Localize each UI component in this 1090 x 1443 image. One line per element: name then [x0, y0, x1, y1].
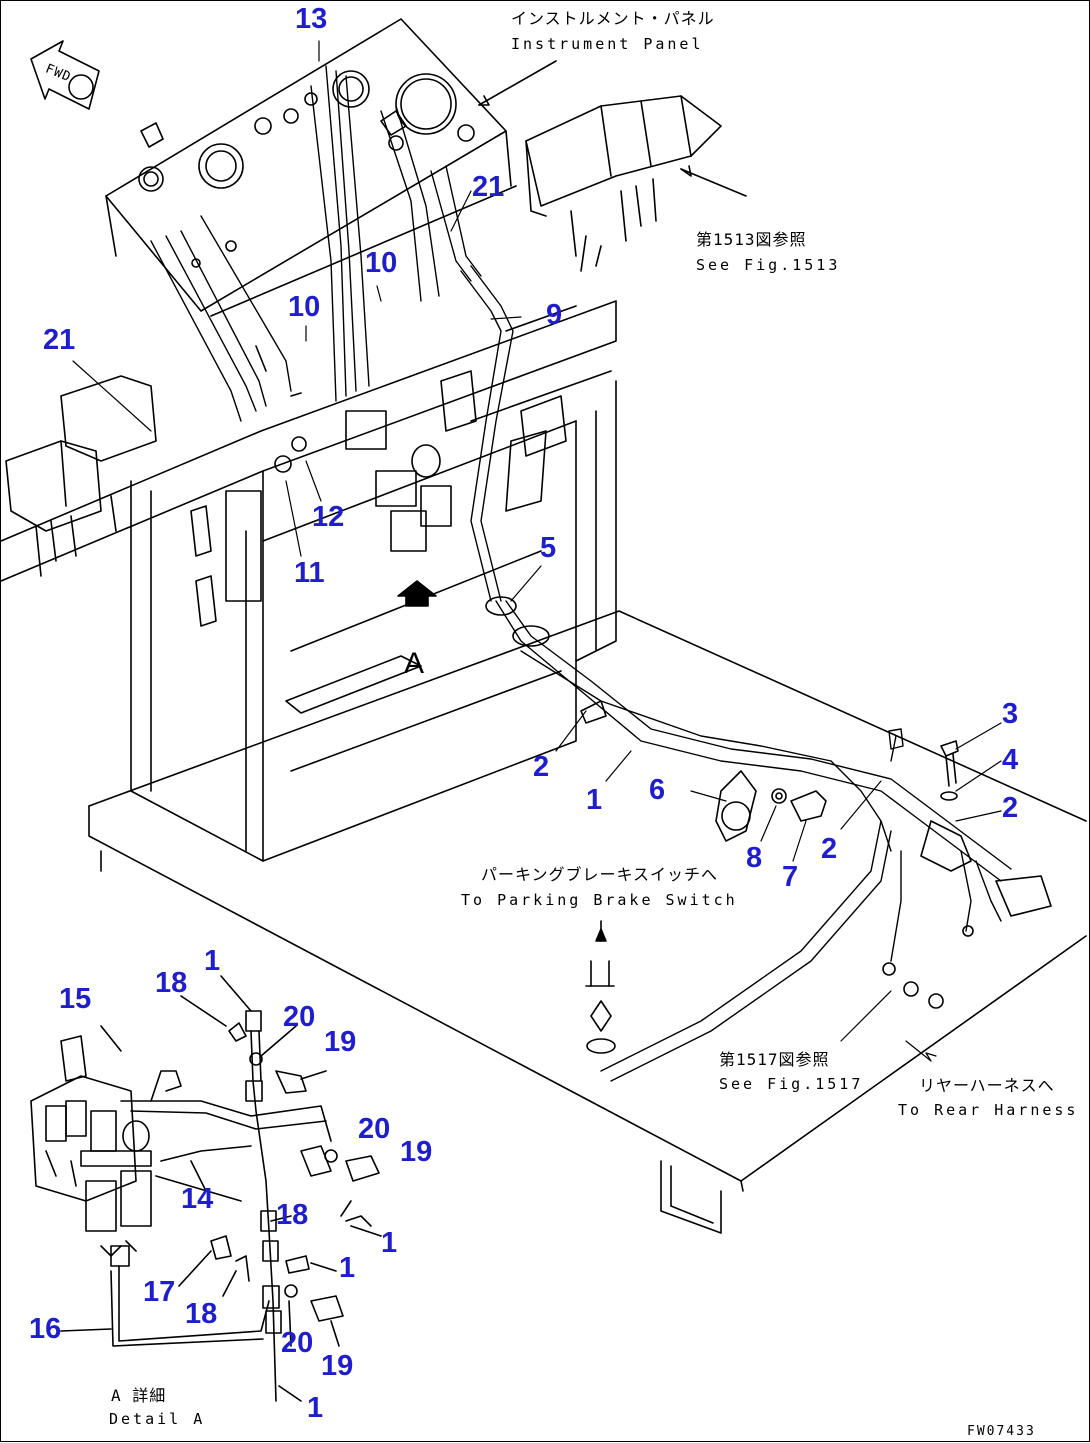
- detail-callout-19-top: 19: [324, 1026, 357, 1058]
- fig-1513-ref-jp: 第1513図参照: [696, 230, 807, 249]
- detail-callout-1-bottom: 1: [307, 1392, 324, 1424]
- view-a-label: A: [404, 647, 425, 680]
- callout-13: 13: [295, 3, 328, 35]
- callout-1: 1: [586, 784, 603, 816]
- wire-bundles: [150, 65, 1012, 1082]
- callout-8: 8: [746, 842, 763, 874]
- detail-callout-18-top: 18: [155, 967, 188, 999]
- callout-2-right: 2: [1002, 792, 1019, 824]
- detail-callout-1-top: 1: [204, 945, 221, 977]
- callout-4: 4: [1002, 744, 1019, 776]
- detail-callout-18-bottom: 18: [185, 1298, 218, 1330]
- detail-callout-17: 17: [143, 1276, 176, 1308]
- view-arrow-icon: [397, 580, 437, 607]
- detail-callout-18-mid: 18: [276, 1199, 309, 1231]
- left-module: [5, 375, 157, 577]
- callout-11: 11: [294, 557, 325, 589]
- instrument-panel-label: Instrument Panel: [511, 35, 704, 53]
- callout-6: 6: [649, 774, 666, 806]
- detail-callout-19-mid: 19: [400, 1136, 433, 1168]
- part-3-bolt: [940, 740, 959, 757]
- callout-9: 9: [546, 299, 563, 331]
- callout-2-center: 2: [821, 833, 838, 865]
- callout-5: 5: [540, 532, 557, 564]
- callout-10-second: 10: [288, 291, 321, 323]
- callout-12: 12: [312, 501, 345, 533]
- callout-2-left: 2: [533, 751, 550, 783]
- callout-10: 10: [365, 247, 398, 279]
- fig-1513-ref: See Fig.1513: [696, 256, 841, 274]
- parking-brake-note: To Parking Brake Switch: [461, 891, 738, 909]
- floor-plate: [88, 610, 1087, 1234]
- fig-1517-ref: See Fig.1517: [719, 1075, 864, 1093]
- callout-21: 21: [472, 171, 505, 203]
- detail-callout-16: 16: [29, 1313, 62, 1345]
- detail-a-drawing: [30, 975, 382, 1402]
- part-6-buzzer: [715, 770, 757, 842]
- detail-callout-14: 14: [181, 1183, 214, 1215]
- detail-a-title-jp: A 詳細: [111, 1386, 167, 1405]
- detail-callout-1-lower: 1: [339, 1252, 356, 1284]
- instrument-panel-leader: [478, 60, 557, 106]
- fwd-arrow-icon: [30, 40, 100, 110]
- callout-7: 7: [782, 861, 799, 893]
- detail-callout-15: 15: [59, 983, 92, 1015]
- callout-3: 3: [1002, 698, 1019, 730]
- detail-callout-20-mid: 20: [358, 1113, 391, 1145]
- parking-brake-note-jp: パーキングブレーキスイッチへ: [481, 865, 719, 884]
- rear-harness-note-jp: リヤーハーネスへ: [919, 1076, 1055, 1095]
- detail-callout-19-bottom: 19: [321, 1350, 354, 1382]
- rear-harness-note: To Rear Harness: [898, 1101, 1079, 1119]
- leader-lines: [72, 40, 1002, 1062]
- instrument-panel: [105, 18, 557, 317]
- fig-1517-ref-jp: 第1517図参照: [719, 1050, 830, 1069]
- detail-a-title: Detail A: [109, 1410, 206, 1428]
- drawing-number: FW07433: [967, 1424, 1036, 1439]
- detail-callout-20-top: 20: [283, 1001, 316, 1033]
- detail-callout-20-bottom: 20: [281, 1327, 314, 1359]
- floor-hardware: [580, 700, 1052, 1054]
- right-module: [525, 95, 747, 272]
- callout-21-left: 21: [43, 324, 76, 356]
- detail-callout-1-mid: 1: [381, 1227, 398, 1259]
- instrument-panel-label-jp: インストルメント・パネル: [511, 9, 715, 28]
- console-components: [190, 345, 567, 647]
- console-body: [1, 300, 617, 862]
